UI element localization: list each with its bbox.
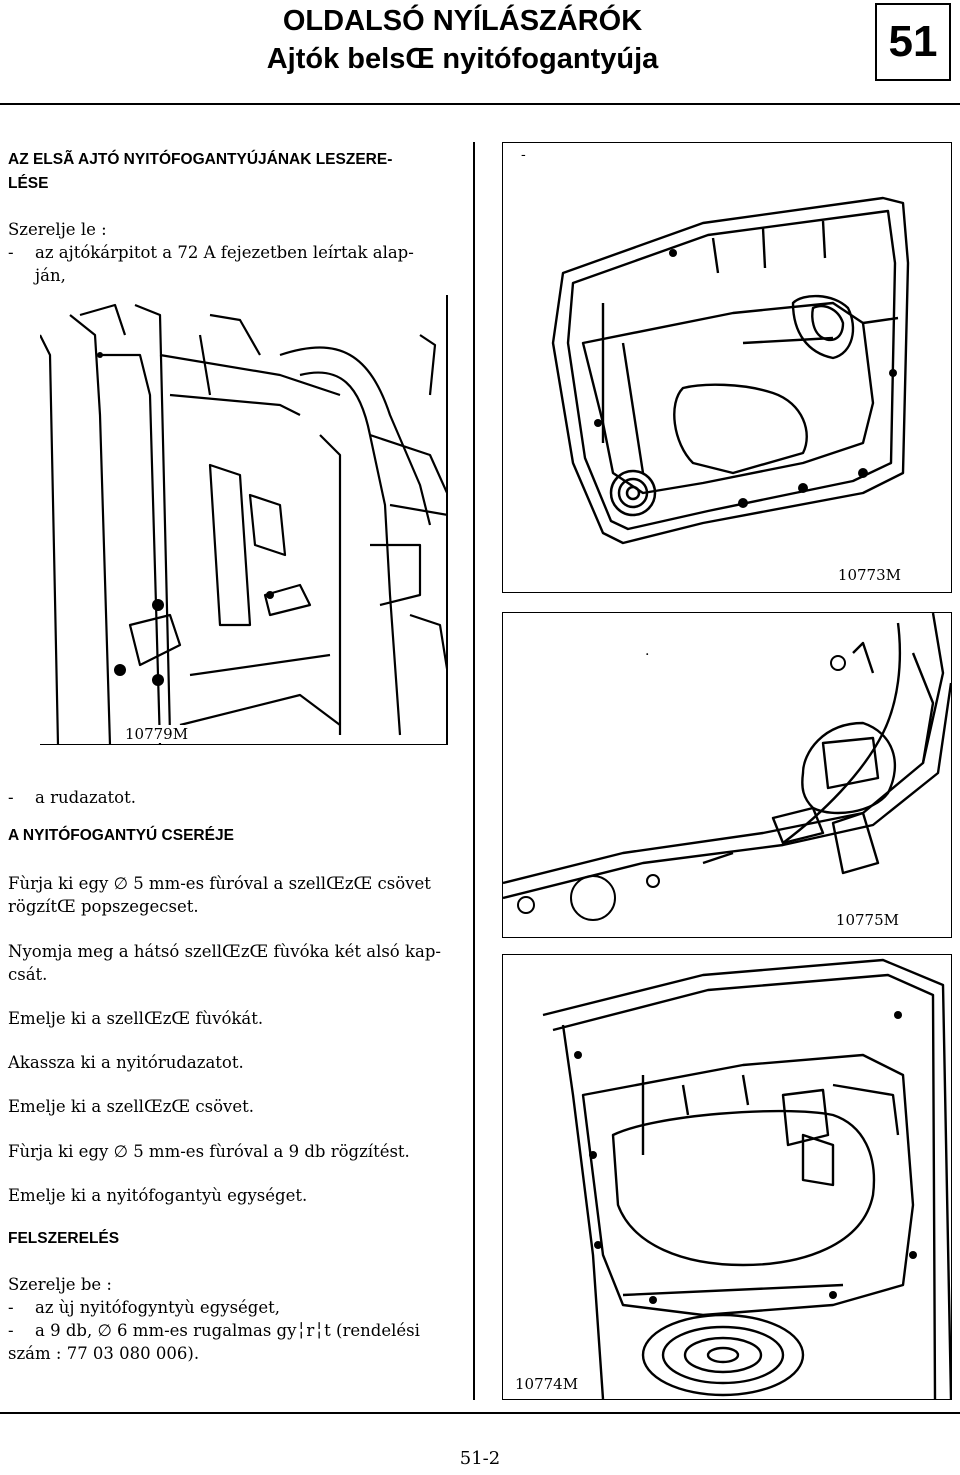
door-panel-illustration xyxy=(551,196,910,545)
list-item: -az ùj nyitófogyntyù egységet, xyxy=(8,1298,281,1317)
section-heading-replacement: A NYITÓFOGANTYÚ CSERÉJE xyxy=(8,827,234,844)
list-item: -az ajtókárpitot a 72 A fejezetben leírt… xyxy=(8,243,414,262)
door-interior-illustration xyxy=(40,303,448,745)
removal-intro: Szerelje le : xyxy=(8,220,107,239)
handle-area-illustration xyxy=(503,613,951,921)
step-6: Fùrja ki egy ∅ 5 mm-es fùróval a 9 db rö… xyxy=(8,1142,410,1161)
list-item: -a 9 db, ∅ 6 mm-es rugalmas gy╎r╎t (rend… xyxy=(8,1321,420,1340)
step-4: Akassza ki a nyitórudazatot. xyxy=(8,1053,244,1072)
list-item-continuation: ján, xyxy=(35,266,66,285)
step-1: Fùrja ki egy ∅ 5 mm-es fùróval a szellŒz… xyxy=(8,874,431,916)
section-heading-removal: AZ ELSÃ AJTÓ NYITÓFOGANTYÚJÁNAK LESZERE-… xyxy=(8,151,393,192)
removal-instructions: Szerelje le : -az ajtókárpitot a 72 A fe… xyxy=(8,218,448,287)
step-5: Emelje ki a szellŒzŒ csövet. xyxy=(8,1097,255,1116)
install-intro: Szerelje be : xyxy=(8,1275,112,1294)
figure-label: 10779M xyxy=(123,725,191,743)
removal-rod: -a rudazatot. xyxy=(8,786,448,809)
figure-10773m: - 10773M xyxy=(502,142,952,593)
step-7: Emelje ki a nyitófogantyù egységet. xyxy=(8,1186,308,1205)
header-divider xyxy=(0,103,960,105)
step-3: Emelje ki a szellŒzŒ fùvókát. xyxy=(8,1009,264,1028)
figure-label: 10775M xyxy=(833,911,901,929)
footer-divider xyxy=(0,1412,960,1414)
page-number: 51-2 xyxy=(459,1448,501,1469)
figure-mark: - xyxy=(519,147,528,163)
step-2: Nyomja meg a hátsó szellŒzŒ fùvóka két a… xyxy=(8,942,441,984)
page-subtitle: Ajtók belsŒ nyitófogantyúja xyxy=(266,43,659,75)
column-divider xyxy=(473,142,475,1400)
figure-label: 10774M xyxy=(513,1375,581,1393)
figure-10774m: 10774M xyxy=(502,954,952,1400)
figure-mark: . xyxy=(643,643,652,659)
door-assembly-illustration xyxy=(542,958,951,1399)
installation-instructions: Szerelje be : -az ùj nyitófogyntyù egysé… xyxy=(8,1273,448,1365)
list-item: -a rudazatot. xyxy=(8,788,136,807)
figure-10775m: . 10775M xyxy=(502,612,952,938)
figure-label: 10773M xyxy=(835,566,903,584)
figure-left-border xyxy=(446,295,448,745)
list-item-continuation: szám : 77 03 080 006). xyxy=(8,1344,200,1363)
chapter-number-box: 51 xyxy=(875,3,951,81)
section-heading-installation: FELSZERELÉS xyxy=(8,1230,120,1247)
page-title: OLDALSÓ NYÍLÁSZÁRÓK xyxy=(282,5,643,37)
figure-10779m: 10779M xyxy=(40,295,448,745)
